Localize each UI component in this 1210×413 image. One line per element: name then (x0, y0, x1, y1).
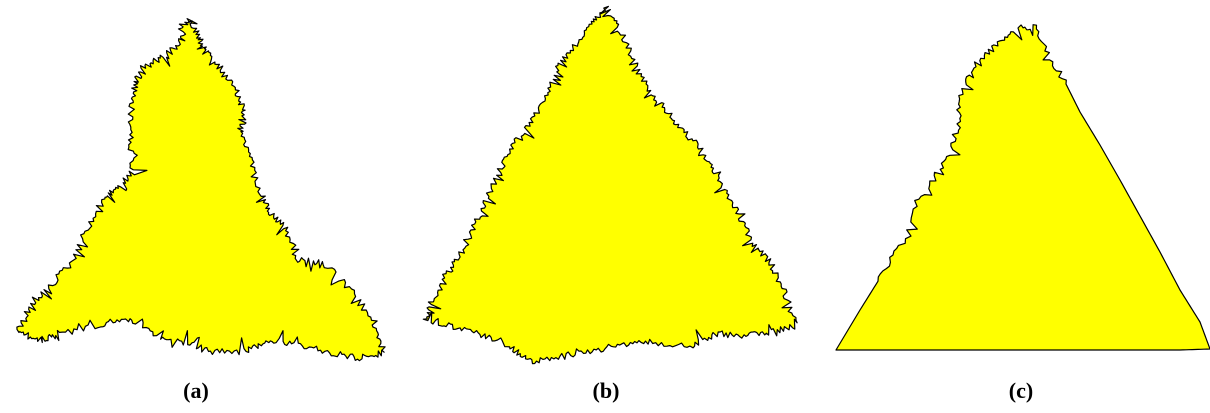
panel-c-triangle (835, 24, 1210, 351)
panel-a-fractal-triangle (16, 18, 386, 362)
panel-c-label: (c) (1008, 378, 1034, 403)
panel-a-label: (a) (183, 378, 209, 403)
panel-b-label: (b) (592, 378, 620, 403)
panel-b-fractal-triangle (422, 5, 798, 365)
